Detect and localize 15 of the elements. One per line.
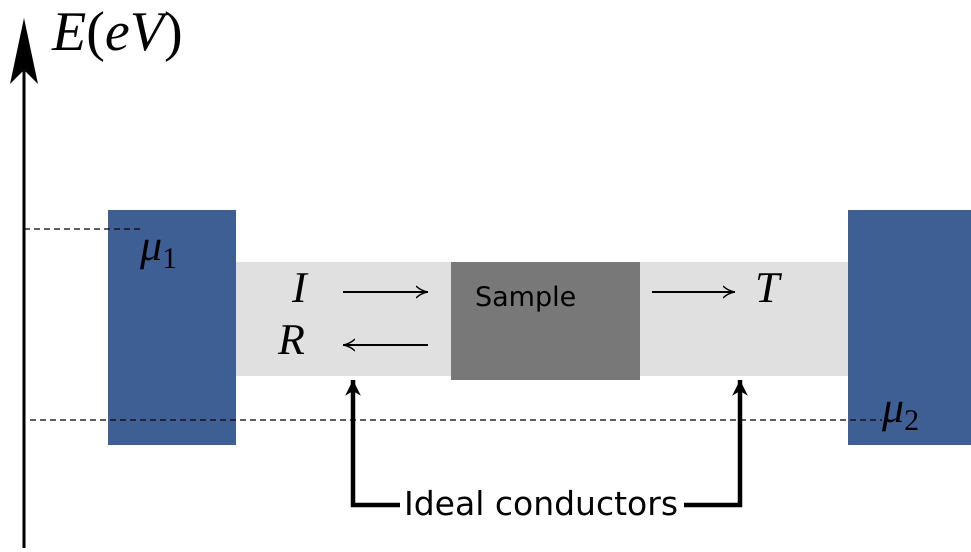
axis-label: E(eV) bbox=[52, 4, 183, 60]
leader-arrow bbox=[684, 380, 748, 508]
reservoir-block bbox=[848, 210, 971, 445]
wave-label: R bbox=[278, 318, 305, 362]
wave-label: T bbox=[755, 266, 780, 310]
level-label: μ$_{2}$ bbox=[882, 386, 920, 436]
wave-label: I bbox=[292, 266, 307, 310]
sample-label: Sample bbox=[475, 282, 576, 313]
reservoir-block bbox=[108, 210, 236, 445]
callout-text: Ideal conductors bbox=[404, 484, 678, 523]
level-label: μ$_{1}$ bbox=[140, 224, 178, 274]
leader-arrow bbox=[345, 380, 400, 508]
conductor-band bbox=[640, 262, 848, 376]
conductor-band bbox=[236, 262, 451, 376]
sample-box bbox=[451, 262, 640, 380]
